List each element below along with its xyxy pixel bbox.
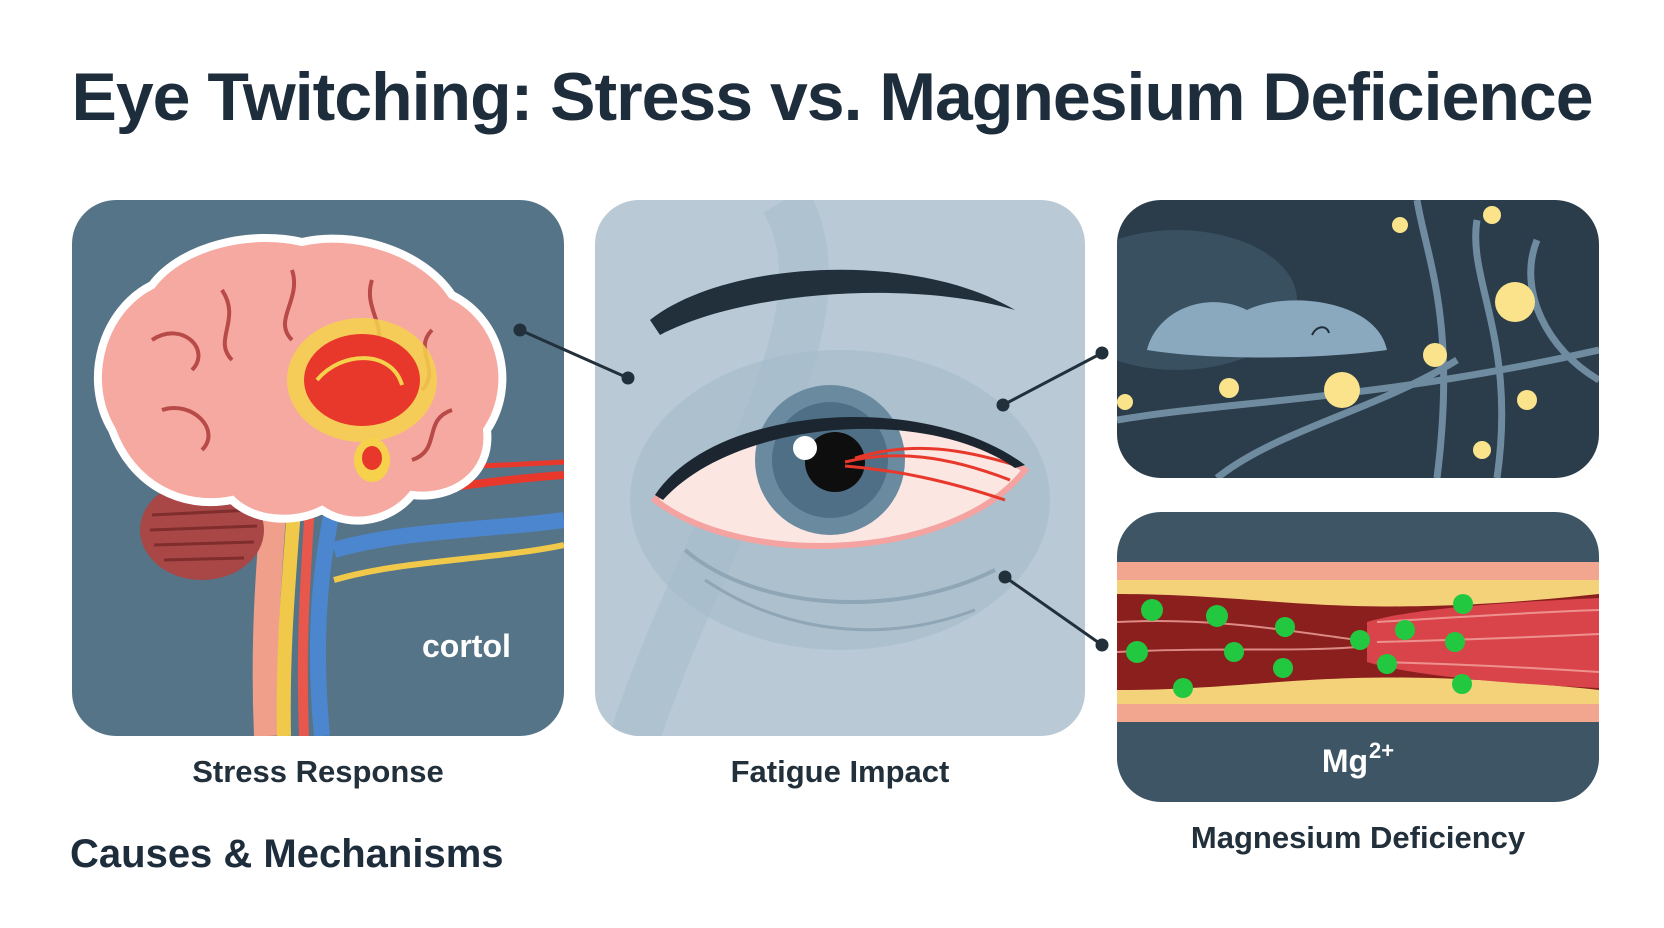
mg-symbol: Mg	[1321, 743, 1369, 779]
magnesium-deficiency-caption: Magnesium Deficiency	[1190, 820, 1526, 855]
mg-charge: 2+	[1369, 738, 1395, 763]
neuron-illustration	[1117, 200, 1599, 478]
muscle-illustration	[1117, 562, 1599, 722]
causes-heading: Causes & Mechanisms	[70, 832, 504, 876]
page-title: Eye Twitching: Stress vs. Magnesium Defi…	[71, 59, 1593, 135]
stress-response-caption: Stress Response	[192, 754, 444, 789]
brain-illustration	[94, 233, 564, 736]
fatigue-impact-caption: Fatigue Impact	[730, 754, 950, 789]
cortisol-label: cortol	[422, 628, 511, 664]
muscle-fiber-panel: Mg2+	[1117, 512, 1599, 802]
stress-response-panel: cortol	[72, 200, 564, 736]
magnesium-ion-label: Mg2+	[1117, 738, 1599, 780]
fatigue-impact-panel	[595, 200, 1085, 736]
eye-illustration	[611, 200, 1050, 736]
sleep-neuron-panel	[1117, 200, 1599, 478]
